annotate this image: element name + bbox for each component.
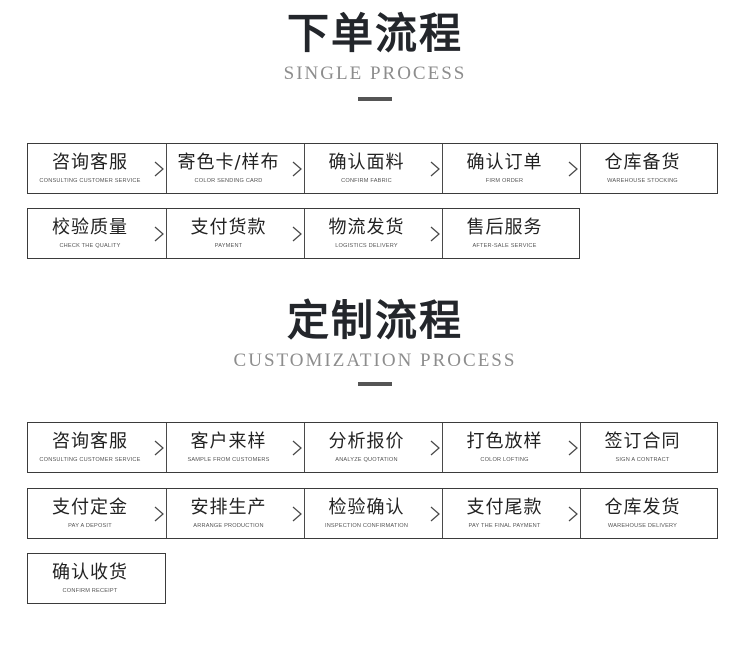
step-label-en: CONSULTING CUSTOMER SERVICE — [39, 457, 141, 463]
chevron-right-icon — [153, 161, 165, 177]
step-label-en: FIRM ORDER — [485, 178, 524, 184]
process-step: 物流发货 LOGISTICS DELIVERY — [304, 209, 442, 258]
chevron-right-icon — [153, 440, 165, 456]
step-label-en: CONSULTING CUSTOMER SERVICE — [39, 178, 141, 184]
process-step: 支付货款 PAYMENT — [166, 209, 304, 258]
chevron-right-icon — [567, 506, 579, 522]
process-step: 售后服务 AFTER-SALE SERVICE — [442, 209, 580, 258]
step-label-en: ANALYZE QUOTATION — [335, 457, 398, 463]
step-label-cn: 仓库发货 — [604, 497, 681, 518]
step-label-cn: 分析报价 — [328, 431, 405, 452]
step-label-en: COLOR LOFTING — [480, 457, 529, 463]
step-label-cn: 仓库备货 — [604, 152, 681, 173]
step-label-en: INSPECTION CONFIRMATION — [324, 523, 409, 529]
step-label-cn: 打色放样 — [466, 431, 543, 452]
process-row: 支付定金 PAY A DEPOSIT 安排生产 ARRANGE PRODUCTION 检… — [27, 488, 718, 539]
step-label-en: COLOR SENDING CARD — [194, 178, 263, 184]
step-label-en: AFTER-SALE SERVICE — [472, 243, 537, 249]
process-step: 签订合同 SIGN A CONTRACT — [580, 423, 718, 472]
step-label-en: WAREHOUSE STOCKING — [607, 178, 678, 184]
chevron-right-icon — [429, 440, 441, 456]
step-label-cn: 售后服务 — [466, 217, 543, 238]
chevron-right-icon — [153, 506, 165, 522]
section-2-title: 定制流程 — [286, 296, 463, 345]
process-step: 支付尾款 PAY THE FINAL PAYMENT — [442, 489, 580, 538]
step-label-cn: 物流发货 — [328, 217, 405, 238]
step-label-cn: 签订合同 — [604, 431, 681, 452]
process-step: 仓库发货 WAREHOUSE DELIVERY — [580, 489, 718, 538]
step-label-cn: 咨询客服 — [52, 152, 128, 173]
process-step: 咨询客服 CONSULTING CUSTOMER SERVICE — [28, 423, 166, 472]
process-row: 校验质量 CHECK THE QUALITY 支付货款 PAYMENT 物流发货 LOGI… — [27, 208, 580, 259]
process-step: 安排生产 ARRANGE PRODUCTION — [166, 489, 304, 538]
chevron-right-icon — [291, 161, 303, 177]
section-1-divider — [358, 97, 392, 101]
step-label-en: PAY A DEPOSIT — [68, 523, 112, 529]
step-label-cn: 支付定金 — [52, 497, 128, 518]
process-step: 确认订单 FIRM ORDER — [442, 144, 580, 193]
process-step: 客户来样 SAMPLE FROM CUSTOMERS — [166, 423, 304, 472]
step-label-cn: 校验质量 — [52, 217, 128, 238]
step-label-en: CONFIRM FABRIC — [341, 178, 392, 184]
step-label-en: PAY THE FINAL PAYMENT — [468, 523, 541, 529]
section-2-subtitle: CUSTOMIZATION PROCESS — [233, 350, 517, 371]
process-step: 校验质量 CHECK THE QUALITY — [28, 209, 166, 258]
process-step: 检验确认 INSPECTION CONFIRMATION — [304, 489, 442, 538]
step-label-cn: 寄色卡/样布 — [177, 152, 280, 173]
chevron-right-icon — [429, 161, 441, 177]
process-step: 支付定金 PAY A DEPOSIT — [28, 489, 166, 538]
step-label-cn: 确认面料 — [328, 152, 405, 173]
step-label-en: LOGISTICS DELIVERY — [335, 243, 398, 249]
step-label-cn: 咨询客服 — [52, 431, 128, 452]
chevron-right-icon — [429, 506, 441, 522]
step-label-cn: 支付尾款 — [466, 497, 543, 518]
process-row: 咨询客服 CONSULTING CUSTOMER SERVICE 寄色卡/样布 COL… — [27, 143, 718, 194]
step-label-cn: 确认订单 — [466, 152, 543, 173]
section-2-divider — [358, 382, 392, 386]
process-step: 打色放样 COLOR LOFTING — [442, 423, 580, 472]
process-row: 确认收货 CONFIRM RECEIPT — [27, 553, 166, 604]
section-1-subtitle: SINGLE PROCESS — [283, 63, 467, 84]
chevron-right-icon — [567, 440, 579, 456]
process-row: 咨询客服 CONSULTING CUSTOMER SERVICE 客户来样 SAMPL… — [27, 422, 718, 473]
process-step: 分析报价 ANALYZE QUOTATION — [304, 423, 442, 472]
step-label-cn: 检验确认 — [328, 497, 405, 518]
step-label-cn: 安排生产 — [190, 497, 267, 518]
process-step: 咨询客服 CONSULTING CUSTOMER SERVICE — [28, 144, 166, 193]
chevron-right-icon — [153, 226, 165, 242]
chevron-right-icon — [429, 226, 441, 242]
chevron-right-icon — [291, 226, 303, 242]
process-step: 仓库备货 WAREHOUSE STOCKING — [580, 144, 718, 193]
step-label-en: CHECK THE QUALITY — [59, 243, 121, 249]
chevron-right-icon — [291, 506, 303, 522]
step-label-en: SAMPLE FROM CUSTOMERS — [187, 457, 270, 463]
step-label-en: WAREHOUSE DELIVERY — [607, 523, 678, 529]
step-label-en: PAYMENT — [214, 243, 243, 249]
process-step: 确认面料 CONFIRM FABRIC — [304, 144, 442, 193]
step-label-cn: 支付货款 — [190, 217, 267, 238]
process-step: 确认收货 CONFIRM RECEIPT — [28, 554, 166, 603]
step-label-cn: 客户来样 — [190, 431, 267, 452]
section-1-title: 下单流程 — [286, 9, 463, 58]
process-step: 寄色卡/样布 COLOR SENDING CARD — [166, 144, 304, 193]
chevron-right-icon — [291, 440, 303, 456]
step-label-en: CONFIRM RECEIPT — [62, 588, 118, 594]
step-label-cn: 确认收货 — [52, 562, 128, 583]
step-label-en: ARRANGE PRODUCTION — [193, 523, 264, 529]
chevron-right-icon — [567, 161, 579, 177]
step-label-en: SIGN A CONTRACT — [615, 457, 670, 463]
